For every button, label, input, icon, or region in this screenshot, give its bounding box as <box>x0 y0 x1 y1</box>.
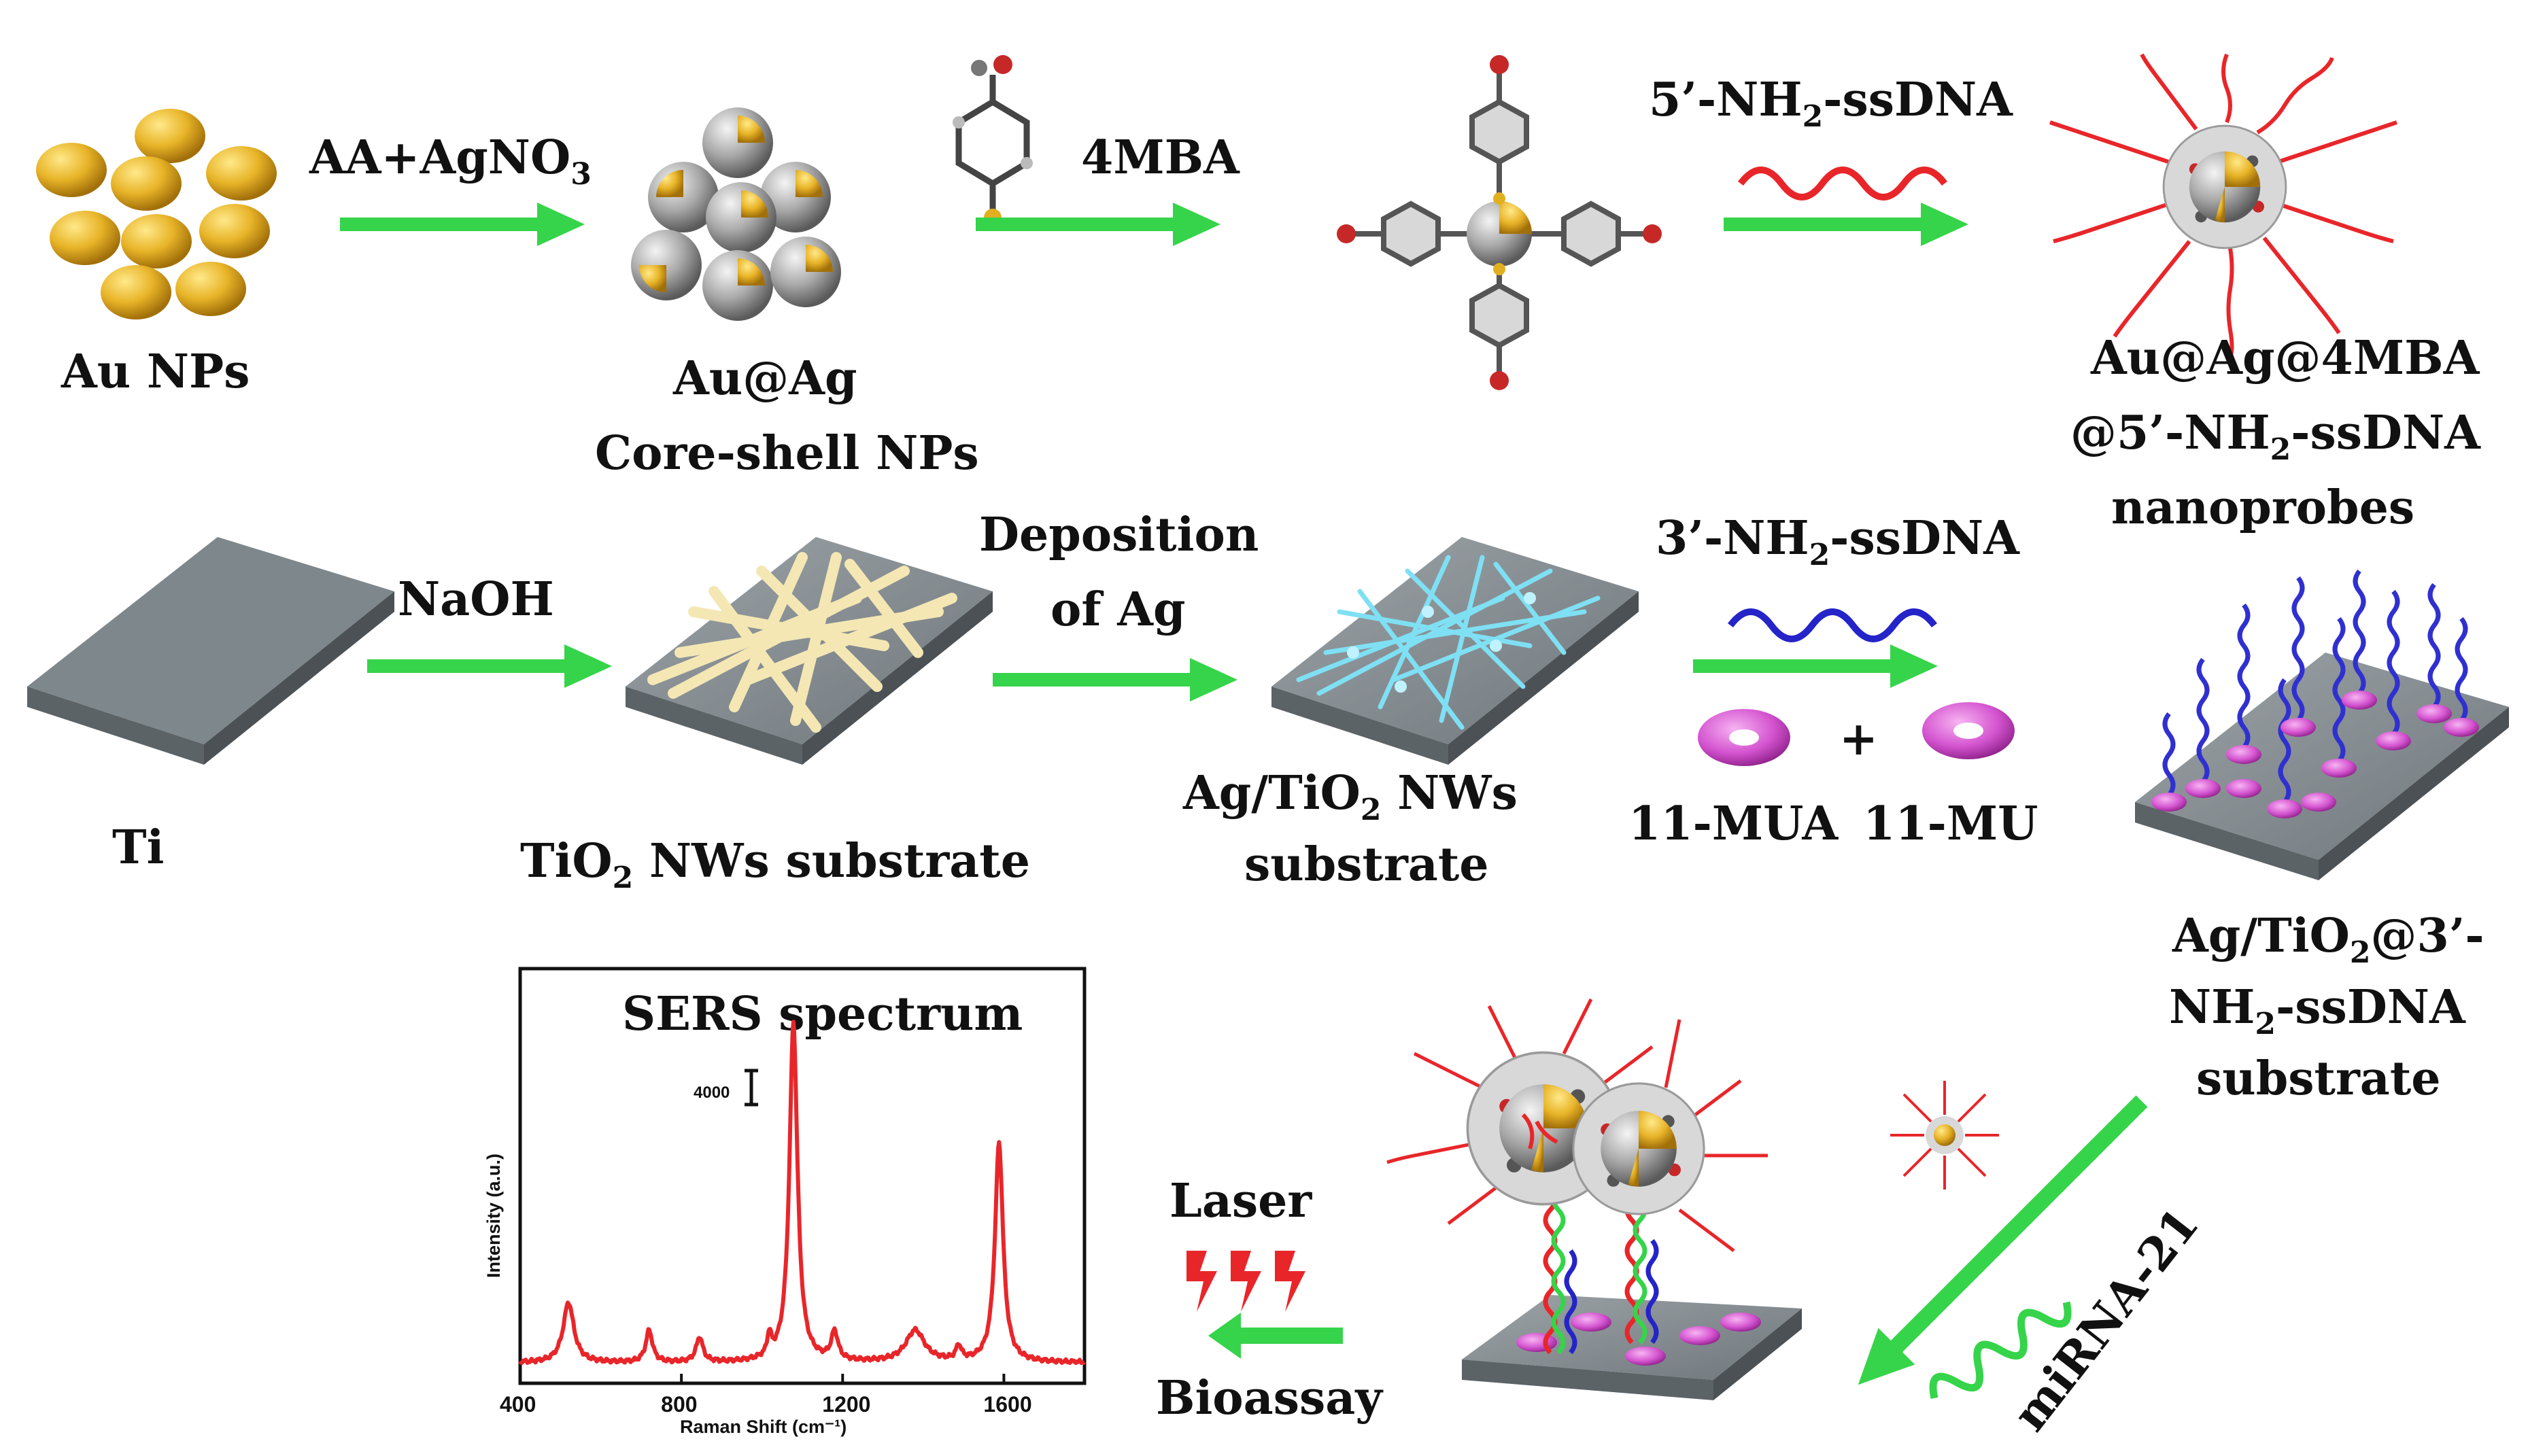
label-naoh: NaOH <box>398 572 554 627</box>
au-nps-cluster <box>36 109 277 319</box>
arrow-bioassay <box>1208 1313 1343 1359</box>
chart-scale-label: 4000 <box>694 1084 730 1102</box>
ssdna-5-wave <box>1738 167 1947 201</box>
auag-core-shell-cluster <box>631 107 841 321</box>
tio2-nws-substrate <box>626 537 993 765</box>
laser-bolt-icons <box>1186 1251 1305 1312</box>
label-ti: Ti <box>112 820 164 875</box>
label-final-3: substrate <box>2196 1052 2441 1106</box>
chart-x-tick-label: 1600 <box>983 1392 1031 1417</box>
chart-frame <box>518 967 1087 1385</box>
label-3-nh2-ssdna: 3’-NH2-ssDNA <box>1656 511 2020 572</box>
chart-xlabel: Raman Shift (cm⁻¹) <box>680 1417 847 1437</box>
label-tio2-nws-substrate: TiO2 NWs substrate <box>520 834 1030 895</box>
arrow-mirna <box>1858 1095 2148 1385</box>
chart-x-tick-label: 800 <box>661 1392 697 1417</box>
label-final-1: Ag/TiO2@3’- <box>2172 909 2484 970</box>
label-plus: + <box>1839 712 1878 766</box>
arrow-3-ssdna <box>1693 644 1938 688</box>
label-final-2: NH2-ssDNA <box>2169 980 2466 1041</box>
4mba-molecule-icon <box>953 55 1033 226</box>
sandwich-assembly <box>1386 998 1802 1400</box>
arrow-deposition <box>993 658 1237 701</box>
label-bioassay: Bioassay <box>1156 1371 1384 1425</box>
chart-x-tick-label: 1200 <box>822 1392 870 1417</box>
mirna-wave <box>1929 1301 2072 1400</box>
arrow-4mba <box>976 203 1220 246</box>
arrow-aa-agno3 <box>340 203 585 246</box>
label-ag-tio2-1: Ag/TiO2 NWs <box>1182 766 1518 827</box>
small-nanoprobe <box>1890 1081 1999 1190</box>
ag-tio2-ssdna-substrate <box>2135 569 2509 880</box>
auag-4mba-particle <box>1337 55 1662 390</box>
label-deposition-1: Deposition <box>979 508 1259 562</box>
ssdna-3-wave <box>1728 608 1937 642</box>
label-4mba: 4MBA <box>1081 131 1240 185</box>
chart-title: SERS spectrum <box>622 987 1023 1041</box>
label-11-mua: 11-MUA <box>1628 797 1839 851</box>
arrow-naoh <box>367 644 612 688</box>
arrow-5-ssdna <box>1724 203 1968 246</box>
label-au-nps: Au NPs <box>61 345 250 399</box>
label-5-nh2-ssdna: 5’-NH2-ssDNA <box>1649 73 2013 134</box>
chart-series-line <box>518 1020 1086 1365</box>
label-laser: Laser <box>1169 1174 1312 1228</box>
nanoprobe-particle <box>2049 53 2397 358</box>
mua-ring-icon <box>1698 709 1790 766</box>
ag-tio2-nws-substrate <box>1271 537 1639 765</box>
label-mirna-21: miRNA-21 <box>2002 1198 2209 1441</box>
label-probe-2: @5’-NH2-ssDNA <box>2070 406 2481 467</box>
label-auag-1: Au@Ag <box>672 351 857 406</box>
chart-ylabel: Intensity (a.u.) <box>483 1154 504 1278</box>
chart-scale-bar <box>745 1069 758 1107</box>
label-probe-3: nanoprobes <box>2111 481 2414 535</box>
label-auag-2: Core-shell NPs <box>595 426 979 481</box>
chart-x-tick-label: 400 <box>500 1392 536 1417</box>
mu-ring-icon <box>1922 702 2015 759</box>
label-aa-agno3: AA+AgNO3 <box>309 131 592 192</box>
label-probe-1: Au@Ag@4MBA <box>2090 331 2480 385</box>
label-ag-tio2-2: substrate <box>1244 837 1489 892</box>
label-deposition-2: of Ag <box>1051 583 1186 637</box>
label-11-mu: 11-MU <box>1863 797 2038 851</box>
sers-chart: SERS spectrum 4000 Intensity (a.u.) Rama… <box>483 967 1087 1437</box>
ti-plate <box>27 537 394 765</box>
